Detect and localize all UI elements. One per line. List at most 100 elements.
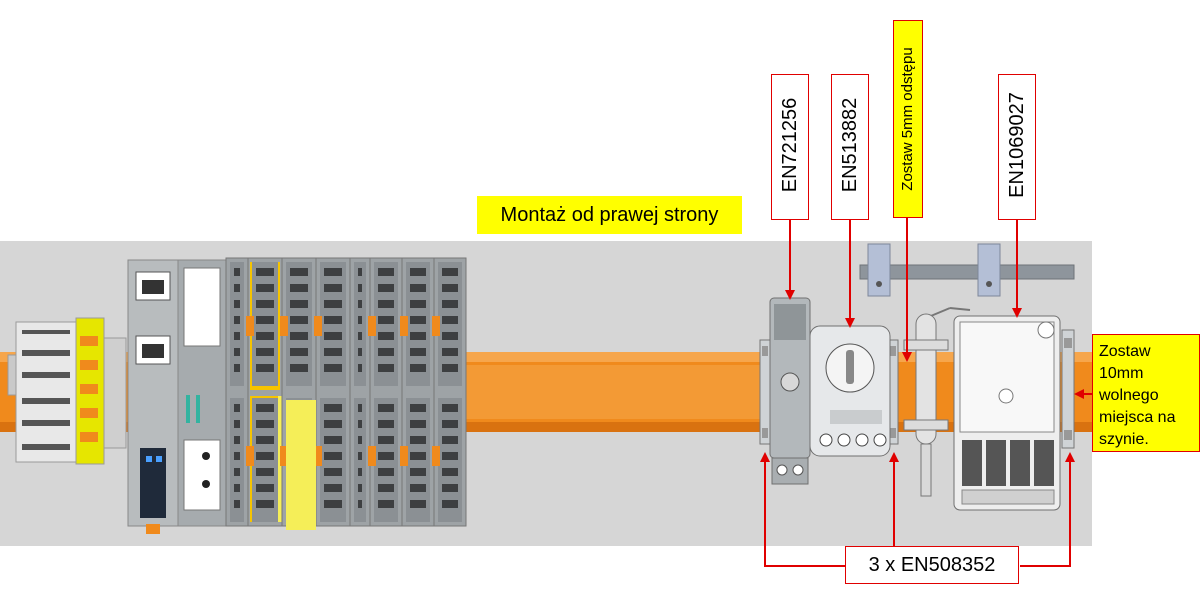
io-module-part	[234, 484, 240, 492]
io-module-part	[378, 268, 394, 276]
part-label-en1069027: EN1069027	[998, 74, 1036, 220]
io-module-part	[410, 468, 426, 476]
io-module-part	[410, 404, 426, 412]
io-module-part	[314, 316, 322, 336]
io-module-part	[324, 420, 342, 428]
io-module-part	[256, 348, 274, 356]
io-module-part	[358, 364, 362, 372]
io-module-part	[442, 300, 458, 308]
io-module-part	[256, 468, 274, 476]
io-module-part	[324, 452, 342, 460]
free-space-note: Zostaw 10mm wolnego miejsca na szynie.	[1092, 334, 1200, 452]
io-module-part	[358, 268, 362, 276]
io-module-part	[358, 484, 362, 492]
io-module-part	[324, 500, 342, 508]
io-module-part	[290, 300, 308, 308]
io-module-part	[280, 316, 288, 336]
io-module-part	[378, 436, 394, 444]
io-module-part	[378, 332, 394, 340]
io-module-part	[378, 284, 394, 292]
io-module-part	[256, 364, 274, 372]
gap-note-text: Zostaw 5mm odstępu	[899, 47, 916, 191]
io-module-part	[280, 446, 288, 466]
end-clamp	[759, 339, 771, 445]
io-module-part	[290, 332, 308, 340]
io-module-part	[378, 420, 394, 428]
io-module-part	[234, 348, 240, 356]
io-module-part	[234, 316, 240, 324]
io-module-part	[324, 268, 342, 276]
io-module-part	[400, 446, 408, 466]
io-module-part	[324, 364, 342, 372]
io-module-part	[358, 436, 362, 444]
io-module-part	[358, 420, 362, 428]
io-module-part	[368, 316, 376, 336]
io-module-part	[324, 484, 342, 492]
heater	[903, 307, 971, 497]
io-module-part	[234, 332, 240, 340]
io-module-part	[234, 500, 240, 508]
io-module-part	[256, 284, 274, 292]
io-module-part	[442, 364, 458, 372]
io-module-part	[290, 284, 308, 292]
io-module-part	[378, 452, 394, 460]
io-module-part	[358, 284, 362, 292]
io-module-part	[432, 316, 440, 336]
io-module-part	[324, 348, 342, 356]
io-module-part	[256, 436, 274, 444]
io-module-part	[256, 404, 274, 412]
part-label-text: EN513882	[839, 97, 861, 193]
io-module-part	[246, 316, 254, 336]
io-module-part	[246, 446, 254, 466]
io-module-part	[324, 436, 342, 444]
io-module-part	[234, 436, 240, 444]
end-clamp	[1061, 329, 1075, 449]
io-module-part	[410, 300, 426, 308]
io-module-part	[378, 364, 394, 372]
io-module-part	[358, 348, 362, 356]
part-label-text: EN1069027	[1006, 92, 1028, 198]
io-module-part	[442, 268, 458, 276]
io-module-part	[256, 452, 274, 460]
io-module-part	[256, 300, 274, 308]
io-module-part	[368, 446, 376, 466]
io-module-part	[410, 364, 426, 372]
io-module-part	[442, 284, 458, 292]
io-module-part	[234, 404, 240, 412]
part-label-en513882: EN513882	[831, 74, 869, 220]
part-label-en721256: EN721256	[771, 74, 809, 220]
io-module-bank	[225, 257, 467, 530]
thermostat	[809, 325, 891, 457]
io-module-part	[314, 446, 322, 466]
terminal-blocks	[7, 317, 127, 465]
arrow-heads	[760, 290, 1084, 462]
io-module-part	[256, 420, 274, 428]
io-module-part	[410, 500, 426, 508]
io-module-part	[290, 316, 308, 324]
io-module-part	[442, 348, 458, 356]
io-module-part	[410, 484, 426, 492]
io-module-part	[234, 420, 240, 428]
io-module-part	[410, 268, 426, 276]
io-module-part	[442, 468, 458, 476]
io-module-part	[410, 436, 426, 444]
io-module-part	[358, 468, 362, 476]
relay-module	[769, 297, 811, 485]
io-module-part	[234, 300, 240, 308]
io-module-part	[256, 316, 274, 324]
io-module-part	[256, 332, 274, 340]
io-module-part	[378, 500, 394, 508]
io-module-part	[234, 284, 240, 292]
io-module-part	[290, 364, 308, 372]
io-module-part	[324, 468, 342, 476]
io-module-part	[324, 316, 342, 324]
io-module-part	[378, 468, 394, 476]
mounting-bar	[859, 243, 1075, 297]
part-label-text: EN721256	[779, 97, 801, 193]
socket-module	[953, 315, 1061, 511]
mounting-direction-note: Montaż od prawej strony	[477, 196, 742, 234]
io-module-part	[432, 446, 440, 466]
io-module-part	[234, 468, 240, 476]
io-module-part	[410, 316, 426, 324]
io-module-part	[358, 452, 362, 460]
